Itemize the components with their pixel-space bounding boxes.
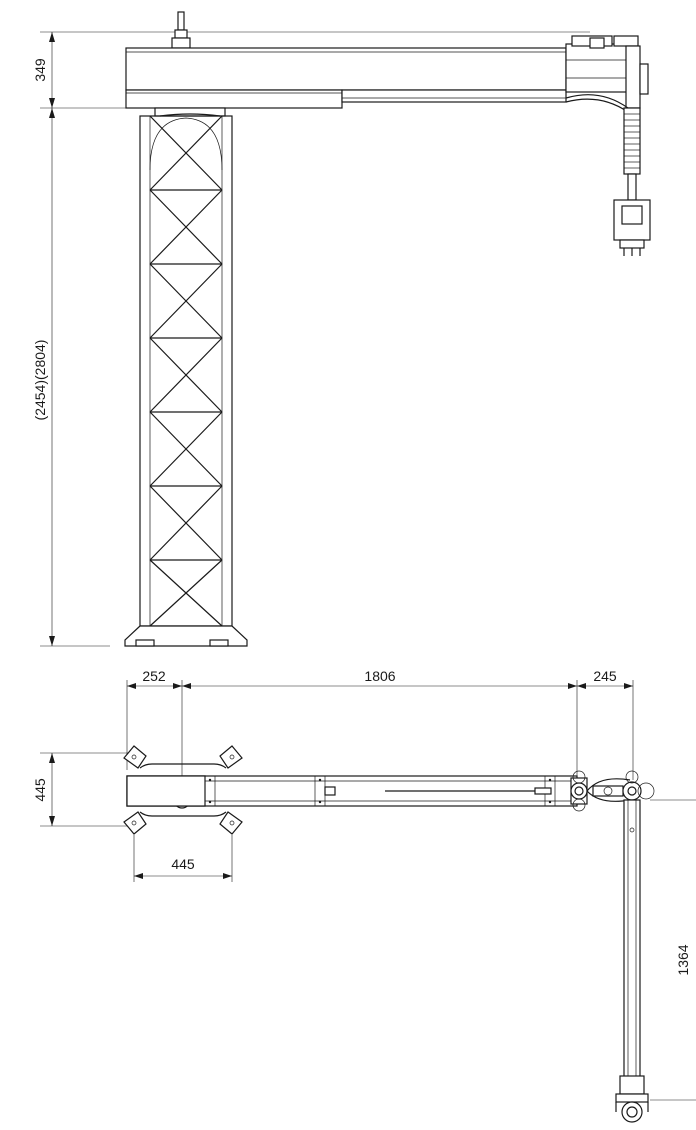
column-base — [124, 625, 248, 647]
base-feet — [123, 745, 243, 835]
elevation-view: 349 (2454)(2804) — [32, 11, 651, 647]
end-carriage — [565, 35, 649, 113]
plan-end-joint — [570, 770, 696, 812]
hanging-spring-assembly — [613, 107, 651, 256]
dimension-column-height: (2454)(2804) — [32, 108, 110, 647]
dimension-chain-top: 252 1806 245 — [126, 668, 634, 780]
column-head — [154, 107, 226, 117]
dim-label-column-height: (2454)(2804) — [32, 340, 48, 421]
dim-label-1806: 1806 — [364, 668, 395, 684]
dimension-drop-length: 1364 — [675, 944, 691, 975]
plan-arm — [126, 775, 578, 807]
plan-drop-arm — [615, 799, 696, 1123]
dimension-base-width: 445 — [133, 835, 233, 882]
dimension-base-depth: 445 — [32, 752, 132, 827]
boom-beam — [125, 47, 567, 109]
lattice-column — [139, 115, 233, 627]
dim-label-245: 245 — [593, 668, 617, 684]
top-fitting — [171, 11, 191, 49]
plan-view: 252 1806 245 445 445 — [32, 668, 696, 1123]
dim-label-1364: 1364 — [675, 944, 691, 975]
dimension-349: 349 — [32, 31, 590, 109]
dim-label-252: 252 — [142, 668, 166, 684]
dim-label-445-horizontal: 445 — [171, 856, 195, 872]
dim-label-445-vertical: 445 — [32, 778, 48, 802]
dim-label-349: 349 — [32, 58, 48, 82]
